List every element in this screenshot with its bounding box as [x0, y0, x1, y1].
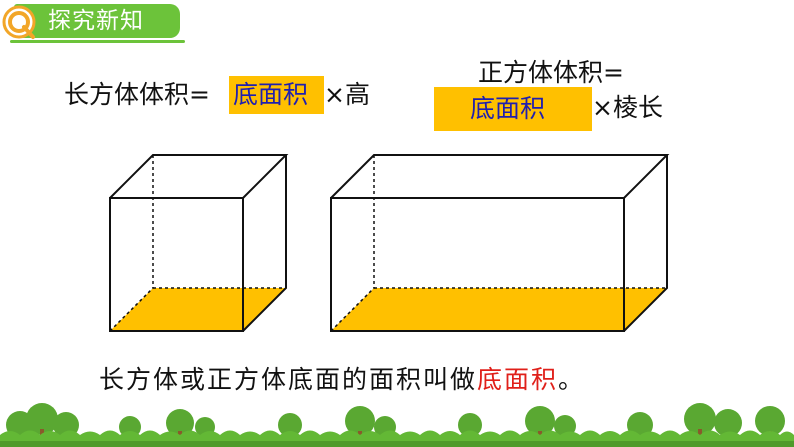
cuboid-formula-prefix: 长方体体积= — [64, 80, 210, 109]
cuboid-formula-suffix: ×高 — [324, 80, 370, 109]
cube-formula-highlight-text: 底面积 — [470, 94, 546, 123]
cube-formula-highlight: 底面积 — [434, 87, 592, 131]
cube-formula-line1: 正方体体积= — [478, 58, 624, 87]
header-title: 探究新知 — [48, 8, 144, 34]
caption-end: 。 — [558, 365, 586, 394]
cube-bottom-face — [110, 288, 286, 331]
section-header: 探究新知 — [0, 0, 185, 48]
cuboid-figure — [330, 154, 670, 332]
caption-text: 长方体或正方体底面的面积叫做 — [99, 365, 478, 394]
header-tag — [14, 4, 180, 38]
definition-caption: 长方体或正方体底面的面积叫做底面积。 — [99, 365, 585, 395]
cuboid-bottom-face — [331, 288, 667, 331]
magnifier-q-icon — [2, 5, 36, 39]
grass-base — [0, 441, 794, 447]
header-underline — [10, 40, 185, 43]
cube-formula-suffix: ×棱长 — [592, 93, 663, 122]
trees — [6, 403, 785, 439]
cuboid-formula-highlight: 底面积 — [229, 76, 324, 114]
caption-highlight: 底面积 — [477, 365, 559, 394]
cuboid-formula-highlight-text: 底面积 — [233, 80, 309, 109]
grass-footer — [0, 403, 794, 447]
cube-figure — [109, 154, 289, 332]
